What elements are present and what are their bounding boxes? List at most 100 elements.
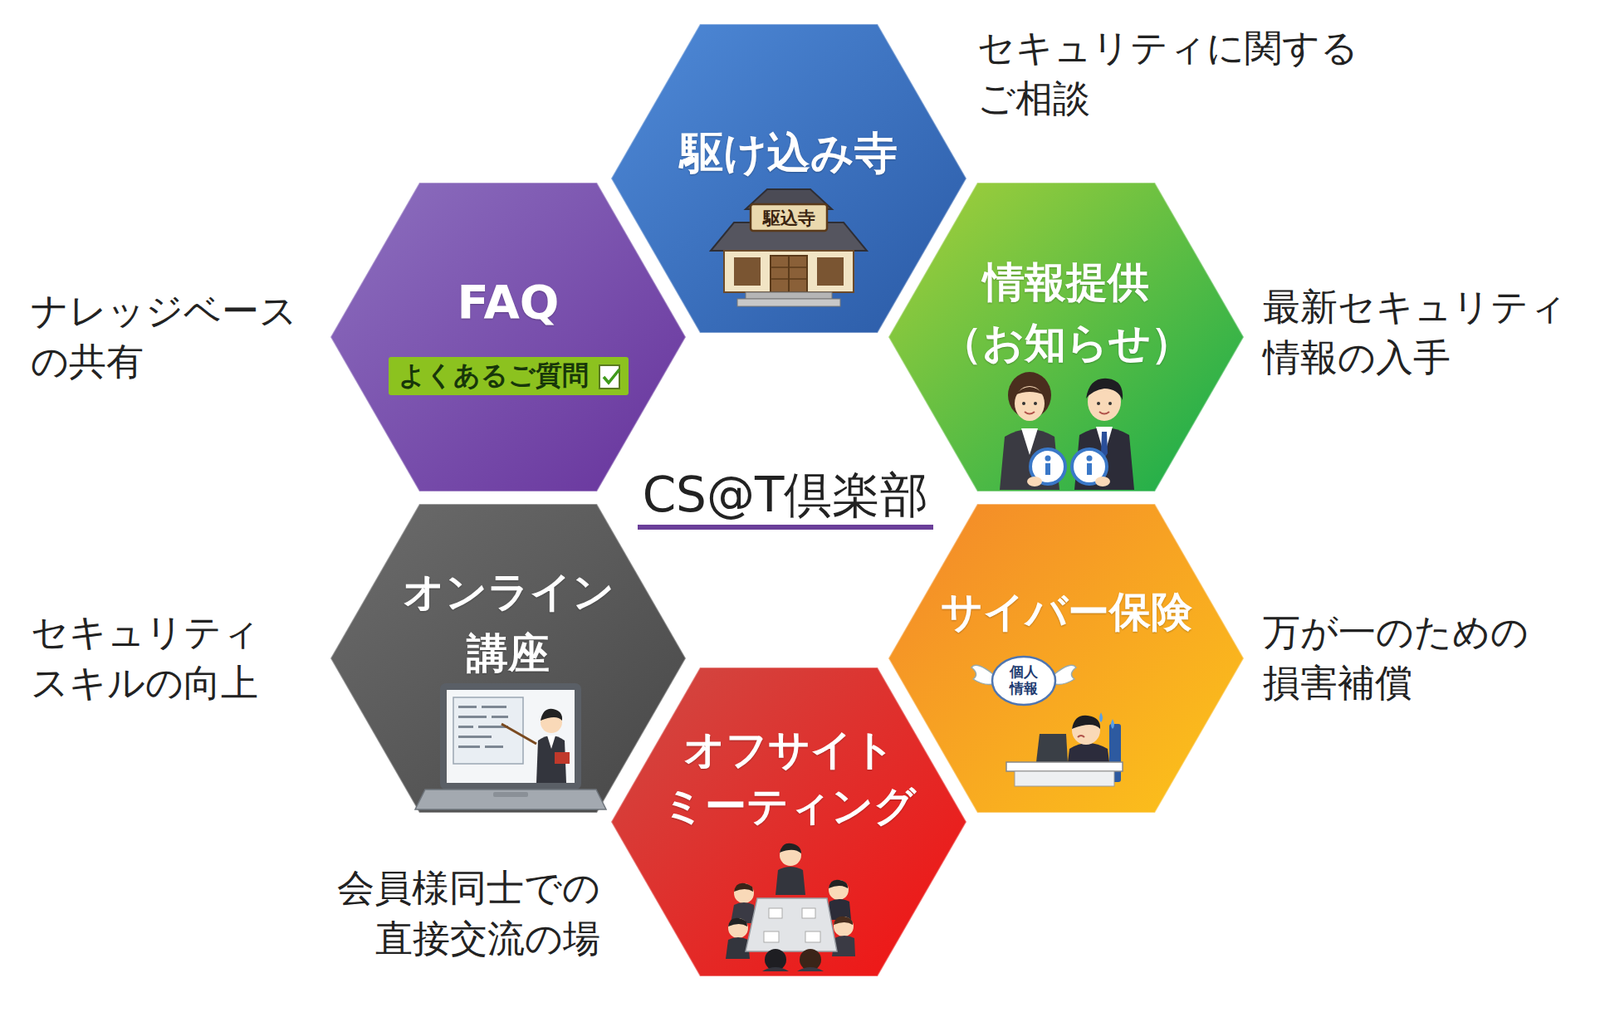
- meeting-illustration-part: [805, 931, 821, 943]
- staff-illustration-part: [1014, 386, 1045, 421]
- staff-illustration: [999, 371, 1135, 490]
- bubble-text: 個人 情報: [997, 664, 1051, 697]
- laptop-lecture-illustration-part: [554, 752, 570, 764]
- faq-badge: よくあるご質問: [388, 357, 629, 396]
- laptop-lecture-illustration-part: [478, 725, 509, 729]
- label-holder: セキュリティ スキルの向上: [30, 607, 272, 710]
- staff-illustration-part: [1086, 455, 1093, 462]
- hexagon-title: 駆け込み寺: [680, 127, 898, 179]
- meeting-illustration-part: [763, 931, 779, 943]
- temple-illustration-part: [745, 292, 832, 299]
- meeting-illustration-part: [828, 880, 848, 889]
- label-holder: 会員様同士での 直接交流の場: [322, 863, 601, 965]
- hexagon-fill: [888, 182, 1244, 492]
- label-holder: 万が一のための 損害補償: [1262, 607, 1542, 710]
- meeting-illustration-part: [797, 967, 824, 972]
- meeting-illustration-part: [833, 916, 853, 925]
- meeting-illustration-part: [733, 883, 754, 892]
- temple-illustration-part: [770, 278, 808, 280]
- meeting-illustration-part: [828, 880, 849, 901]
- temple-illustration-part: [770, 266, 808, 269]
- laptop-lecture-illustration-part: [458, 705, 477, 709]
- insurance-illustration-part: [1071, 716, 1101, 745]
- meeting-illustration-part: [745, 898, 837, 952]
- hexagon-title: オンライン 講座: [387, 561, 629, 685]
- staff-illustration-part: [1087, 382, 1121, 421]
- benefit-note: 最新セキュリティ 情報の入手: [1262, 282, 1579, 384]
- insurance-illustration-part: [1066, 743, 1111, 776]
- hexagon-content: 情報提供 （お知らせ）: [888, 252, 1244, 373]
- hexagon-fill: [611, 24, 967, 333]
- label-holder: ナレッジベース の共有: [30, 286, 309, 388]
- course-hexagon: オンライン 講座: [330, 503, 686, 813]
- benefit-note: 万が一のための 損害補償: [1262, 607, 1542, 710]
- meeting-illustration-part: [762, 967, 789, 972]
- insurance-illustration-part: [1109, 724, 1121, 783]
- meeting-illustration-part: [779, 843, 802, 854]
- temple-sign: 駆込寺: [750, 206, 827, 231]
- staff-illustration-part: [1045, 463, 1051, 475]
- meeting-illustration-part: [764, 949, 787, 971]
- title-holder: CS@T倶楽部: [619, 467, 952, 530]
- insurance-illustration-part: [1036, 733, 1068, 763]
- label-holder: 個人 情報: [997, 664, 1051, 697]
- temple-illustration: [710, 189, 867, 307]
- staff-illustration-part: [1027, 476, 1043, 487]
- meeting-illustration-part: [802, 908, 816, 919]
- label-holder: 最新セキュリティ 情報の入手: [1262, 282, 1579, 384]
- hexagon-content: 駆け込み寺: [611, 127, 967, 179]
- benefit-note: セキュリティに関する ご相談: [977, 23, 1368, 125]
- insurance-illustration-part: [1110, 719, 1115, 730]
- temple-illustration-part: [770, 255, 808, 293]
- insurance-illustration-part: [1099, 712, 1103, 723]
- laptop-lecture-illustration-part: [458, 745, 480, 749]
- temple-illustration-part: [724, 250, 854, 293]
- news-hexagon: 情報提供 （お知らせ）: [888, 182, 1244, 492]
- hexagon-content: オフサイト ミーティング: [611, 721, 967, 835]
- benefit-note: ナレッジベース の共有: [30, 286, 309, 388]
- benefit-note: 会員様同士での 直接交流の場: [322, 863, 601, 965]
- staff-illustration-part: [1096, 401, 1101, 406]
- staff-illustration-part: [1007, 371, 1052, 419]
- staff-illustration-part: [1096, 426, 1113, 456]
- temple-illustration-part: [817, 257, 844, 286]
- insurance-hexagon: サイバー保険: [888, 503, 1244, 813]
- staff-illustration-part: [1086, 378, 1123, 401]
- staff-illustration-part: [1099, 411, 1110, 415]
- meeting-illustration-part: [826, 899, 852, 920]
- hexagon-content: FAQよくあるご質問: [330, 275, 686, 396]
- laptop-lecture-illustration-part: [540, 711, 563, 734]
- laptop-lecture-illustration-part: [547, 735, 556, 749]
- staff-illustration-part: [1022, 401, 1026, 406]
- laptop-lecture-illustration-part: [446, 689, 575, 783]
- insurance-illustration-part: [1006, 762, 1123, 772]
- laptop-lecture-illustration-part: [458, 725, 474, 729]
- staff-illustration-part: [1095, 476, 1111, 487]
- staff-illustration-part: [1045, 455, 1052, 462]
- staff-illustration-part: [999, 429, 1060, 490]
- laptop-lecture-illustration-part: [484, 745, 504, 749]
- staff-illustration-part: [1024, 411, 1035, 415]
- staff-illustration-part: [1100, 431, 1108, 459]
- meeting-illustration-part: [833, 916, 854, 937]
- insurance-illustration-part: [1077, 735, 1085, 738]
- temple-illustration-part: [745, 189, 832, 210]
- laptop-lecture-illustration-part: [501, 724, 537, 744]
- meeting-illustration-part: [779, 844, 802, 867]
- meeting-illustration-part: [775, 866, 806, 896]
- meeting-illustration-part: [728, 918, 748, 927]
- hexagon-fill: [611, 667, 967, 977]
- laptop-lecture-illustration-part: [536, 735, 567, 783]
- hexagon-shape: [330, 182, 686, 492]
- staff-illustration-part: [1074, 427, 1135, 490]
- hexagon-fill: [888, 503, 1244, 813]
- laptop-lecture-illustration: [415, 683, 607, 810]
- laptop-lecture-illustration-part: [493, 792, 529, 798]
- meeting-illustration-part: [799, 949, 822, 971]
- staff-illustration-part: [1021, 428, 1038, 456]
- meeting-illustration-part: [725, 937, 750, 960]
- insurance-illustration-part: [971, 665, 994, 685]
- laptop-lecture-illustration-part: [453, 697, 524, 764]
- meeting-hexagon: オフサイト ミーティング: [611, 667, 967, 977]
- staff-illustration-part: [1071, 449, 1107, 485]
